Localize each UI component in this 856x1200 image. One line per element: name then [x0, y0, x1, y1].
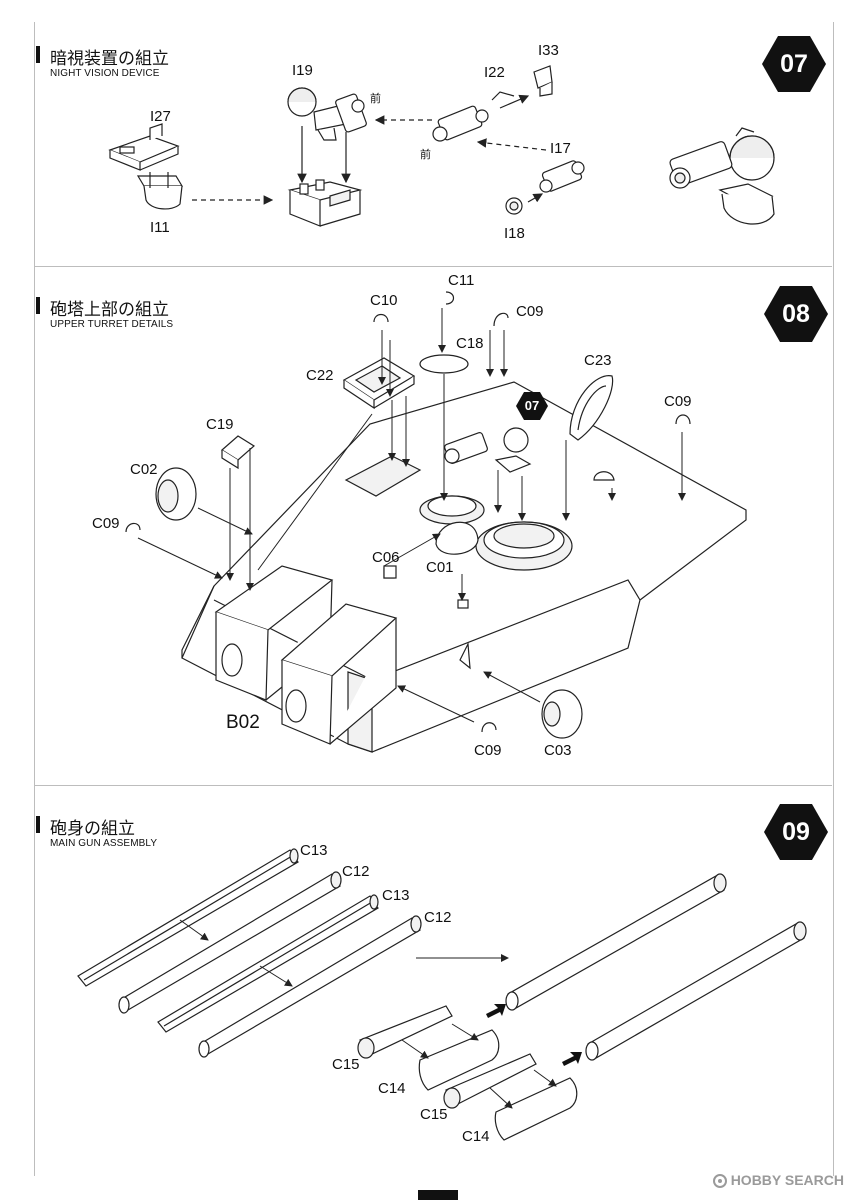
section-title-jp: 砲身の組立: [50, 819, 135, 839]
step-number-badge: 09: [764, 804, 828, 860]
part-label-c15: C15: [420, 1106, 448, 1123]
part-label-i17: I17: [550, 140, 571, 157]
section-marker: [36, 46, 40, 63]
part-label-i22: I22: [484, 64, 505, 81]
part-label-c18: C18: [456, 335, 484, 352]
part-c09-drawing: [675, 414, 691, 425]
step-number-badge: 08: [764, 286, 828, 342]
section-title-jp: 砲塔上部の組立: [50, 300, 169, 320]
part-c09-drawing: [481, 722, 497, 733]
part-label-c06: C06: [372, 549, 400, 566]
night-vision-assembly-drawing: [444, 427, 532, 473]
step-number: 07: [780, 50, 808, 78]
section-marker: [36, 816, 40, 833]
part-c11-drawing: [445, 291, 455, 305]
part-c18-drawing: [419, 354, 469, 374]
mount-base-drawing: [287, 179, 363, 227]
part-label-c09: C09: [664, 393, 692, 410]
part-c12-drawing: [198, 915, 422, 1058]
section-title-en: MAIN GUN ASSEMBLY: [50, 838, 158, 849]
part-c13-drawing: [77, 848, 299, 987]
page-frame: [34, 22, 834, 1176]
part-label-c12: C12: [342, 863, 370, 880]
part-i19-drawing: [287, 87, 367, 141]
step-reference-number: 07: [524, 398, 540, 413]
part-label-b02: B02: [226, 712, 260, 733]
part-c06-drawing: [383, 565, 397, 579]
hobby-search-watermark: HOBBY SEARCH: [712, 1172, 844, 1191]
part-c14-drawing: [494, 1077, 578, 1141]
watermark-text: HOBBY SEARCH: [730, 1172, 844, 1188]
part-label-c02: C02: [130, 461, 158, 478]
part-label-i18: I18: [504, 225, 525, 242]
step-number: 08: [782, 300, 810, 328]
hobby-search-logo-icon: [712, 1174, 727, 1191]
part-label-i11: I11: [150, 219, 170, 236]
section-title-jp: 暗視装置の組立: [50, 49, 169, 69]
part-label-c15: C15: [332, 1056, 360, 1073]
part-label-i27: I27: [150, 108, 171, 125]
part-c09-drawing: [493, 312, 509, 327]
part-label-c23: C23: [584, 352, 612, 369]
part-c10-drawing: [373, 313, 389, 323]
part-i27-drawing: [108, 123, 180, 171]
part-c12-drawing: [118, 871, 342, 1014]
section-marker: [36, 297, 40, 314]
assembled-night-vision-drawing: [669, 127, 775, 225]
part-c19-drawing: [220, 435, 256, 470]
step-reference-badge: 07: [516, 392, 548, 420]
part-label-c11: C11: [448, 272, 475, 289]
part-label-c13: C13: [300, 842, 328, 859]
part-label-c13: C13: [382, 887, 410, 904]
part-label-c09: C09: [474, 742, 502, 759]
part-label-c03: C03: [544, 742, 572, 759]
part-c13-drawing: [157, 894, 379, 1033]
part-label-c19: C19: [206, 416, 234, 433]
part-label-c22: C22: [306, 367, 334, 384]
step-number-badge: 07: [762, 36, 826, 92]
part-i18-drawing: [505, 197, 523, 215]
part-label-c10: C10: [370, 292, 398, 309]
front-mark: 前: [420, 148, 431, 161]
section-divider: [34, 266, 832, 267]
section-divider: [34, 785, 832, 786]
part-label-c14: C14: [378, 1080, 406, 1097]
part-c09-drawing: [125, 522, 141, 533]
part-i17-drawing: [539, 160, 585, 193]
page-tab: [418, 1190, 458, 1200]
assembled-barrel-drawing: [585, 921, 807, 1061]
part-i33-drawing: [533, 65, 553, 97]
step-number: 09: [782, 818, 810, 846]
part-label-i33: I33: [538, 42, 559, 59]
assembled-barrel-drawing: [505, 873, 727, 1011]
part-c02-drawing: [155, 467, 197, 521]
part-i22-drawing: [432, 105, 489, 142]
front-mark: 前: [370, 92, 381, 105]
part-label-c01: C01: [426, 559, 454, 576]
section-title-en: UPPER TURRET DETAILS: [50, 319, 174, 330]
part-c14-drawing: [418, 1029, 500, 1091]
part-label-c12: C12: [424, 909, 452, 926]
part-label-i19: I19: [292, 62, 313, 79]
part-label-c14: C14: [462, 1128, 490, 1145]
part-c03-drawing: [541, 689, 583, 739]
section-title-en: NIGHT VISION DEVICE: [50, 68, 160, 79]
part-label-c09: C09: [516, 303, 544, 320]
part-c15-drawing: [443, 1053, 537, 1109]
part-label-c09: C09: [92, 515, 120, 532]
part-c23-drawing: [569, 375, 614, 441]
part-i11-drawing: [136, 172, 184, 210]
part-b02-turret-drawing: [181, 381, 747, 753]
part-c15-drawing: [357, 1005, 453, 1059]
